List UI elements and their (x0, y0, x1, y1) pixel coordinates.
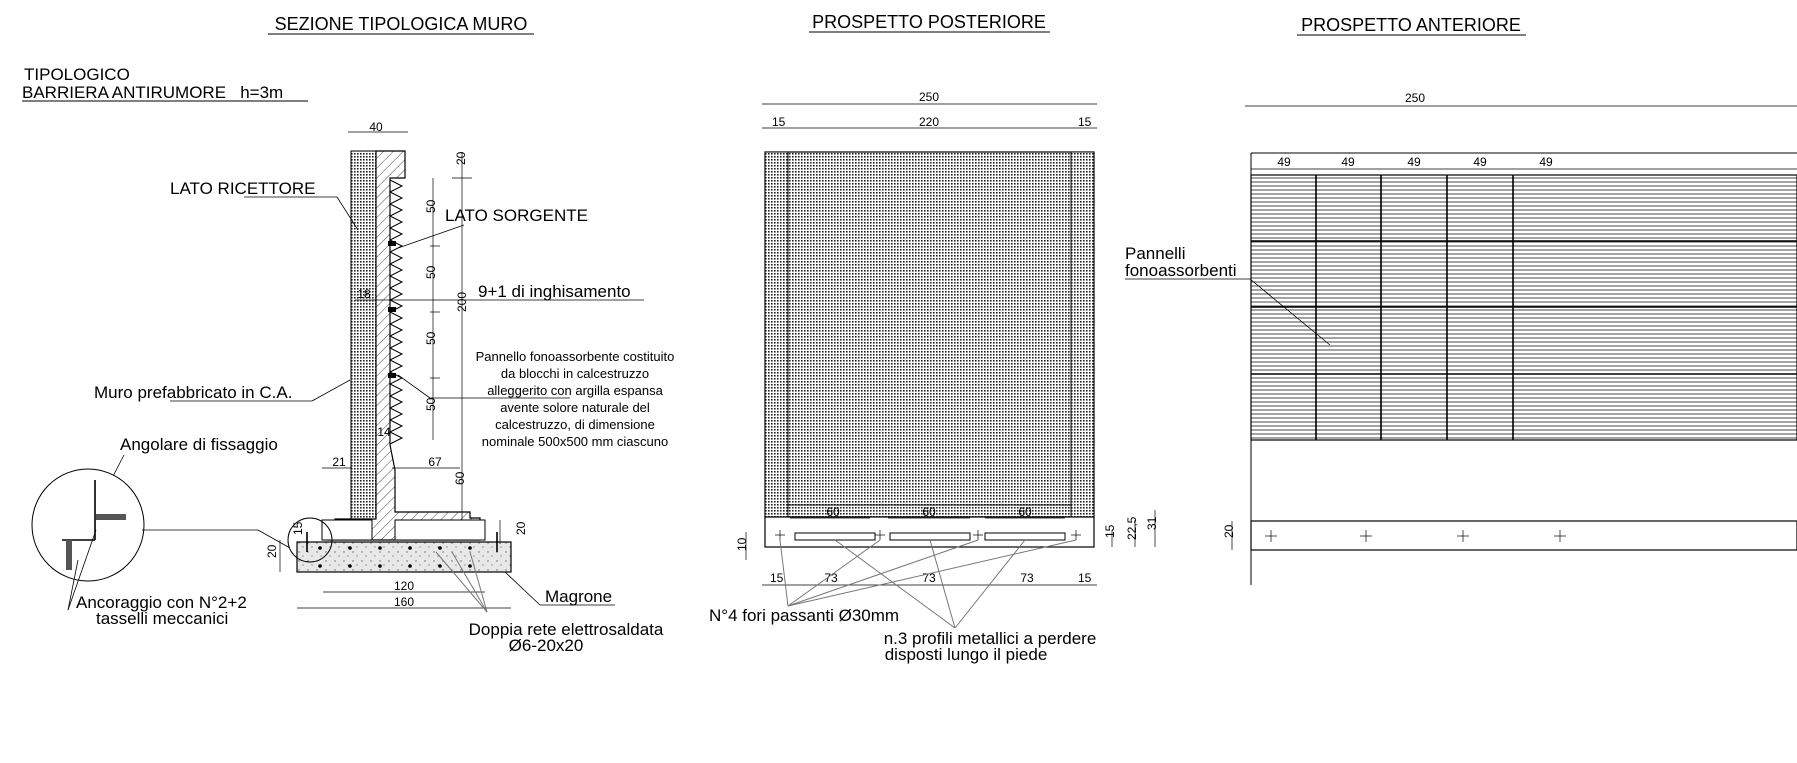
foot-left-block (321, 519, 373, 541)
rear-footing (764, 516, 1095, 548)
front-elevation: 250 49 49 49 49 49 20 Pannelli fonoassor… (1125, 91, 1797, 585)
dim-60: 60 (453, 471, 467, 485)
rear-bottom-73-a: 73 (824, 571, 838, 585)
typology-line-2: BARRIERA ANTIRUMORE h=3m (22, 83, 283, 102)
svg-text:avente solore naturale del: avente solore naturale del (500, 400, 650, 415)
front-dim-20: 20 (1222, 524, 1236, 538)
dim-15: 15 (291, 521, 305, 535)
rear-panel (764, 151, 1095, 518)
front-dim-250: 250 (1405, 91, 1425, 105)
label-angolare: Angolare di fissaggio (120, 435, 278, 454)
rear-dim-22-5: 22,5 (1125, 516, 1139, 540)
front-dim-49-d: 49 (1473, 155, 1487, 169)
rear-elevation: 250 15 220 15 60 60 60 10 15 22,5 31 15 … (709, 90, 1159, 664)
label-profili-1: n.3 profili metallici a perdere (884, 629, 1097, 648)
lean-concrete (296, 541, 512, 573)
titles: SEZIONE TIPOLOGICA MURO PROSPETTO POSTER… (268, 12, 1526, 36)
anchor-detail (31, 468, 333, 582)
rear-dim-31: 31 (1145, 516, 1159, 530)
dim-20-top: 20 (454, 151, 468, 165)
rear-dim-15-right: 15 (1078, 115, 1092, 129)
label-lato-sorgente: LATO SORGENTE (445, 206, 588, 225)
rear-elevation-title: PROSPETTO POSTERIORE (812, 12, 1046, 32)
label-fori: N°4 fori passanti Ø30mm (709, 606, 899, 625)
rear-dim-15b: 15 (1103, 524, 1117, 538)
front-dim-49-e: 49 (1539, 155, 1553, 169)
label-profili-2: disposti lungo il piede (885, 645, 1048, 664)
rear-slot-60-b: 60 (922, 505, 936, 519)
front-footing (1250, 520, 1797, 551)
label-magrone: Magrone (545, 587, 612, 606)
dim-20-right: 20 (514, 521, 528, 535)
typology-line-1: TIPOLOGICO (24, 65, 130, 84)
svg-text:nominale 500x500 mm ciascuno: nominale 500x500 mm ciascuno (482, 434, 668, 449)
svg-text:alleggerito con argilla espans: alleggerito con argilla espansa (487, 383, 663, 398)
dim-14: 14 (377, 425, 391, 439)
svg-text:da blocchi in calcestruzzo: da blocchi in calcestruzzo (501, 366, 649, 381)
section-title: SEZIONE TIPOLOGICA MURO (275, 14, 528, 34)
front-elevation-title: PROSPETTO ANTERIORE (1301, 15, 1521, 35)
label-ancoraggio-1: Ancoraggio con N°2+2 (76, 593, 247, 612)
rear-dim-220: 220 (919, 115, 939, 129)
receiver-skin (350, 150, 377, 520)
dim-50-d: 50 (424, 397, 438, 411)
label-inghisamento: 9+1 di inghisamento (478, 282, 631, 301)
svg-text:calcestruzzo, di dimensione: calcestruzzo, di dimensione (495, 417, 655, 432)
dim-160: 160 (394, 595, 414, 609)
foot-right-block (394, 519, 486, 541)
rear-bottom-73-b: 73 (922, 571, 936, 585)
label-pannelli-2: fonoassorbenti (1125, 261, 1237, 280)
rear-slot-60-a: 60 (826, 505, 840, 519)
dim-20-left: 20 (265, 544, 279, 558)
label-rete-2: Ø6-20x20 (509, 636, 584, 655)
rear-bottom-15-left: 15 (770, 571, 784, 585)
rebar-dots (318, 546, 472, 568)
dim-67: 67 (428, 455, 442, 469)
dim-40: 40 (369, 120, 383, 134)
front-dim-49-a: 49 (1277, 155, 1291, 169)
panel-description: Pannello fonoassorbente costituito da bl… (476, 349, 675, 449)
svg-text:Pannello fonoassorbente costit: Pannello fonoassorbente costituito (476, 349, 675, 364)
dim-120: 120 (394, 579, 414, 593)
dim-21: 21 (332, 455, 346, 469)
label-ancoraggio-2: tasselli meccanici (96, 609, 228, 628)
dim-50-c: 50 (424, 331, 438, 345)
section-dimensions: 40 20 50 50 200 50 50 18 14 21 67 60 20 … (265, 120, 528, 609)
rear-bottom-15-right: 15 (1078, 571, 1092, 585)
label-lato-ricettore: LATO RICETTORE (170, 179, 315, 198)
rear-bottom-73-c: 73 (1020, 571, 1034, 585)
rear-dim-250: 250 (919, 90, 939, 104)
rear-dim-15-left: 15 (772, 115, 786, 129)
label-pannelli-1: Pannelli (1125, 244, 1186, 263)
rear-dim-10: 10 (735, 537, 749, 551)
dim-50-a: 50 (424, 199, 438, 213)
label-rete-1: Doppia rete elettrosaldata (469, 620, 664, 639)
rear-slot-60-c: 60 (1018, 505, 1032, 519)
front-dim-49-b: 49 (1341, 155, 1355, 169)
label-muro-prefabbricato: Muro prefabbricato in C.A. (94, 383, 292, 402)
front-dim-49-c: 49 (1407, 155, 1421, 169)
dim-200: 200 (455, 292, 469, 312)
wall-section: 40 20 50 50 200 50 50 18 14 21 67 60 20 … (31, 120, 675, 655)
dim-18: 18 (357, 287, 371, 301)
typology-note: TIPOLOGICO BARRIERA ANTIRUMORE h=3m (22, 65, 308, 102)
dim-50-b: 50 (424, 265, 438, 279)
